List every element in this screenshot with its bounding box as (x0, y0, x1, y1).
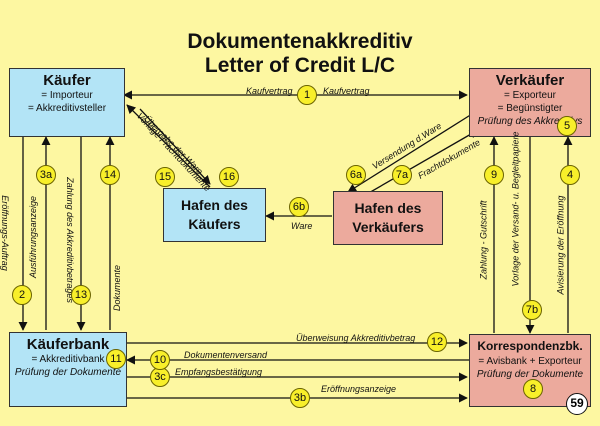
kaeuferbank-title: Käuferbank (26, 336, 110, 353)
label-eroeffnungsanzeige: Eröffnungsanzeige (321, 384, 397, 394)
step-7b: 7b (522, 300, 542, 320)
step-10: 10 (150, 350, 170, 370)
kaeuferbank-role: = Akkreditivbank (31, 354, 105, 365)
step-8: 8 (523, 379, 543, 399)
arrow-vorlage-fracht (139, 108, 211, 185)
step-7a: 7a (392, 165, 412, 185)
step-12: 12 (427, 332, 447, 352)
box-hafen-kaeufer: Hafen des Käufers (163, 188, 266, 242)
step-6a: 6a (346, 165, 366, 185)
verkaeufer-title: Verkäufer (495, 72, 565, 89)
box-hafen-verkaeufer: Hafen des Verkäufers (333, 191, 443, 245)
arrow-versendung (347, 113, 473, 193)
korrespondenzbank-role: = Avisbank + Exporteur (478, 356, 582, 367)
arrow-frachtdokumente (366, 129, 479, 195)
verkaeufer-pruefung: Prüfung des Akkreditivs (477, 116, 583, 127)
label-kaufvertrag-right: Kaufvertrag (323, 86, 370, 96)
kaeufer-title: Käufer (43, 72, 91, 89)
arrow-uebergabe-ware (126, 104, 211, 188)
label-ueberweisung: Überweisung Akkreditivbetrag (296, 333, 416, 343)
page-number: 59 (566, 393, 588, 415)
verkaeufer-role-2: = Begünstigter (497, 103, 563, 114)
label-ausfuehrungsanzeige: Ausführungsanzeige (28, 195, 39, 279)
step-3b: 3b (290, 388, 310, 408)
step-9: 9 (484, 165, 504, 185)
step-2: 2 (12, 285, 32, 305)
step-3c: 3c (150, 367, 170, 387)
label-eroeffnungsauftrag: Eröffnungs-Auftrag (0, 195, 10, 271)
label-dokumente: Dokumente (112, 264, 123, 312)
korrespondenzbank-title: Korrespondenzbk. (477, 339, 583, 353)
step-1: 1 (297, 85, 317, 105)
kaeufer-role-1: = Importeur (41, 90, 93, 101)
label-empfangsbestaetigung: Empfangsbestätigung (175, 367, 263, 377)
label-vorlage-versand: Vorlage der Versand- u. Begleitpapiere (510, 131, 521, 287)
label-kaufvertrag-left: Kaufvertrag (246, 86, 293, 96)
hafen-kaeufer-line-1: Hafen des (181, 197, 248, 213)
step-5: 5 (557, 116, 577, 136)
label-zahlung-akkreditiv: Zahlung des Akkreditivbetrages (64, 177, 75, 303)
box-kaeufer: Käufer = Importeur = Akkreditivsteller (9, 68, 125, 137)
hafen-kaeufer-line-2: Käufers (188, 216, 241, 232)
step-15: 15 (155, 167, 175, 187)
hafen-verkaeufer-line-2: Verkäufers (352, 219, 424, 235)
title-line-2: Letter of Credit L/C (204, 54, 396, 77)
title-line-1: Dokumentenakkreditiv (187, 30, 413, 53)
step-3a: 3a (36, 165, 56, 185)
label-ware: Ware (291, 221, 313, 231)
step-13: 13 (71, 285, 91, 305)
label-zahlung-gutschrift: Zahlung - Gutschrift (478, 200, 489, 280)
kaeufer-role-2: = Akkreditivsteller (27, 103, 107, 114)
step-14: 14 (100, 165, 120, 185)
box-kaeuferbank: Käuferbank = Akkreditivbank Prüfung der … (9, 332, 127, 407)
step-11: 11 (106, 349, 126, 369)
verkaeufer-role-1: = Exporteur (504, 90, 556, 101)
step-4: 4 (560, 165, 580, 185)
hafen-verkaeufer-line-1: Hafen des (354, 200, 422, 216)
korrespondenzbank-pruefung: Prüfung der Dokumente (476, 369, 584, 380)
step-6b: 6b (289, 197, 309, 217)
label-dokumentenversand: Dokumentenversand (184, 350, 268, 360)
label-avisierung: Avisierung der Eröffnung (555, 195, 566, 295)
step-16: 16 (219, 167, 239, 187)
kaeuferbank-pruefung: Prüfung der Dokumente (14, 367, 122, 378)
